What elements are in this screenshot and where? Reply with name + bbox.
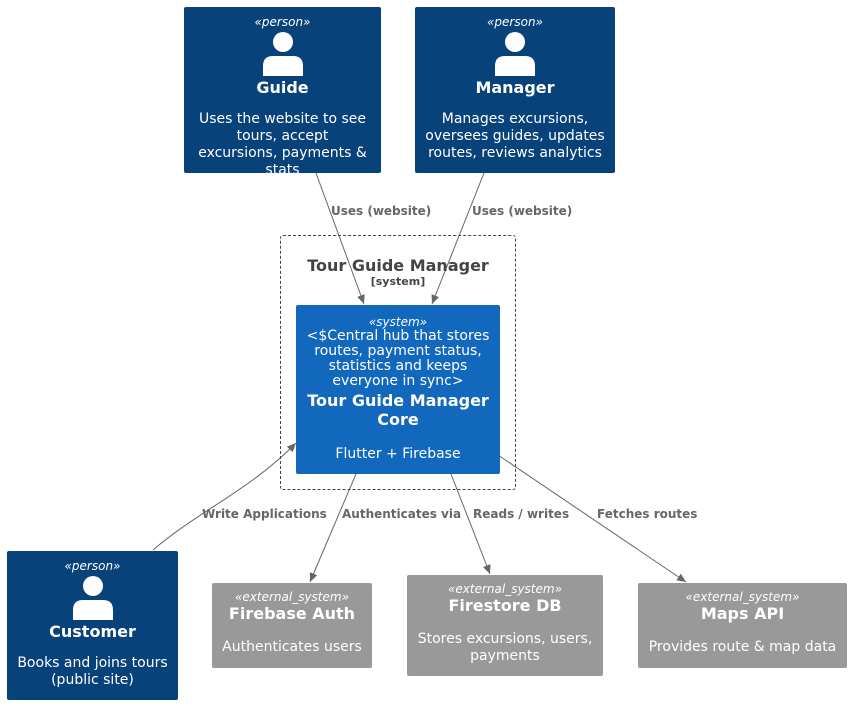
- stereotype-label: «external_system»: [235, 590, 349, 604]
- person-name: Manager: [475, 78, 555, 97]
- system-core: «system» <$Central hub that stores route…: [296, 305, 500, 474]
- system-name: Tour Guide Manager Core: [307, 391, 489, 429]
- person-guide: «person» Guide Uses the website to see t…: [184, 7, 381, 178]
- external-description: Stores excursions, users, payments: [417, 631, 593, 664]
- stereotype-label: «person»: [487, 15, 543, 29]
- person-name: Guide: [256, 78, 309, 97]
- person-manager: «person» Manager Manages excursions, ove…: [415, 7, 615, 173]
- boundary-subtitle: [system]: [370, 275, 426, 288]
- external-firebase-auth: «external_system» Firebase Auth Authenti…: [212, 583, 372, 668]
- stereotype-label: «person»: [64, 559, 121, 573]
- system-technology: Flutter + Firebase: [335, 446, 461, 462]
- external-description: Authenticates users: [222, 639, 362, 655]
- person-description: Uses the website to see tours, accept ex…: [198, 111, 367, 178]
- edge-label-reads-writes: Reads / writes: [473, 507, 570, 521]
- edge-guide-to-core: [315, 172, 365, 305]
- external-maps-api: «external_system» Maps API Provides rout…: [638, 583, 847, 668]
- stereotype-label: «external_system»: [448, 582, 562, 596]
- edge-label-manager-uses: Uses (website): [472, 204, 573, 218]
- edge-core-to-maps: [497, 454, 687, 583]
- edge-label-guide-uses: Uses (website): [331, 204, 432, 218]
- external-firestore-db: «external_system» Firestore DB Stores ex…: [407, 575, 603, 676]
- stereotype-label: «person»: [254, 15, 311, 29]
- external-name: Firestore DB: [448, 596, 562, 615]
- external-description: Provides route & map data: [648, 639, 837, 655]
- external-name: Maps API: [700, 604, 785, 623]
- person-icon: [495, 32, 535, 76]
- system-boundary: [280, 235, 516, 490]
- edge-customer-to-core: [152, 442, 297, 551]
- edge-core-to-firestore: [450, 473, 491, 575]
- person-customer: «person» Customer Books and joins tours …: [7, 551, 178, 700]
- edge-label-fetches-routes: Fetches routes: [597, 507, 698, 521]
- edge-manager-to-core: [431, 172, 485, 305]
- stereotype-label: «external_system»: [685, 590, 800, 604]
- edge-label-write-applications: Write Applications: [202, 507, 327, 521]
- system-pre-text: <$Central hub that stores routes, paymen…: [306, 328, 490, 389]
- external-name: Firebase Auth: [228, 604, 356, 623]
- edge-core-to-auth: [309, 473, 357, 583]
- person-icon: [72, 576, 113, 620]
- person-icon: [262, 32, 303, 76]
- stereotype-label: «system»: [368, 315, 428, 329]
- boundary-title: Tour Guide Manager: [307, 256, 489, 275]
- person-description: Books and joins tours (public site): [17, 655, 168, 688]
- person-name: Customer: [49, 622, 136, 641]
- person-description: Manages excursions, oversees guides, upd…: [425, 111, 605, 161]
- edge-label-authenticates-via: Authenticates via: [342, 507, 462, 521]
